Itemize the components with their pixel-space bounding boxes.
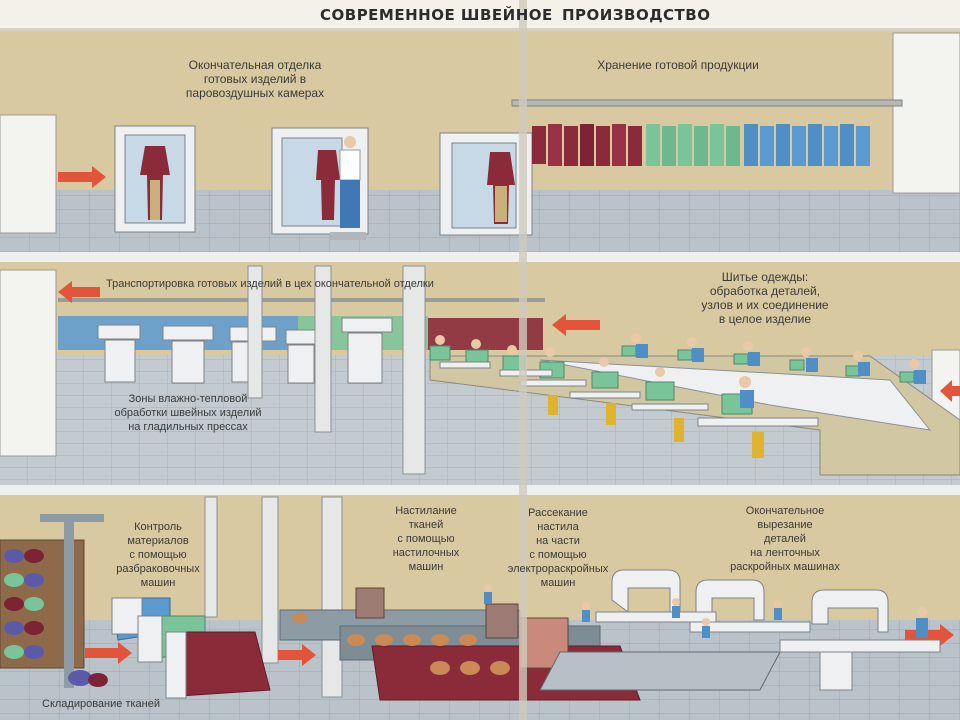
control-label: Контроль материалов с помощью разбраково… bbox=[116, 521, 200, 589]
flow-arrow bbox=[58, 166, 106, 188]
pressing-label: Зоны влажно-тепловой обработки швейных и… bbox=[114, 393, 262, 433]
transport-label: Транспортировка готовых изделий в цех ок… bbox=[106, 278, 434, 290]
steam-cabinet bbox=[439, 132, 533, 236]
hanging-garments bbox=[532, 124, 870, 166]
cutting-label: Рассекание настила на части с помощью эл… bbox=[507, 507, 609, 589]
page-title-right: ПРОИЗВОДСТВО bbox=[562, 6, 711, 24]
sewing-line bbox=[429, 333, 960, 476]
sewing-label: Шитье одежды: обработка деталей, узлов и… bbox=[701, 270, 829, 326]
finishing-label: Окончательная отделка готовых изделий в … bbox=[185, 58, 325, 100]
band-saw-machines bbox=[595, 569, 941, 691]
spreading-label: Настилание тканей с помощью настилочных … bbox=[392, 505, 460, 573]
warehouse-label: Складирование тканей bbox=[42, 698, 160, 710]
inspection-machines bbox=[111, 597, 271, 699]
page-title-left: СОВРЕМЕННОЕ ШВЕЙНОЕ bbox=[320, 6, 553, 24]
steam-cabinet bbox=[271, 127, 369, 240]
hanger-rail bbox=[511, 99, 903, 107]
fabric-shelves bbox=[0, 514, 108, 688]
steam-cabinet bbox=[114, 125, 196, 233]
storage-label: Хранение готовой продукции bbox=[597, 58, 759, 72]
spreading-tables bbox=[279, 587, 781, 701]
final-cutting-label: Окончательное вырезание деталей на ленто… bbox=[730, 505, 840, 573]
left-door bbox=[0, 114, 57, 234]
